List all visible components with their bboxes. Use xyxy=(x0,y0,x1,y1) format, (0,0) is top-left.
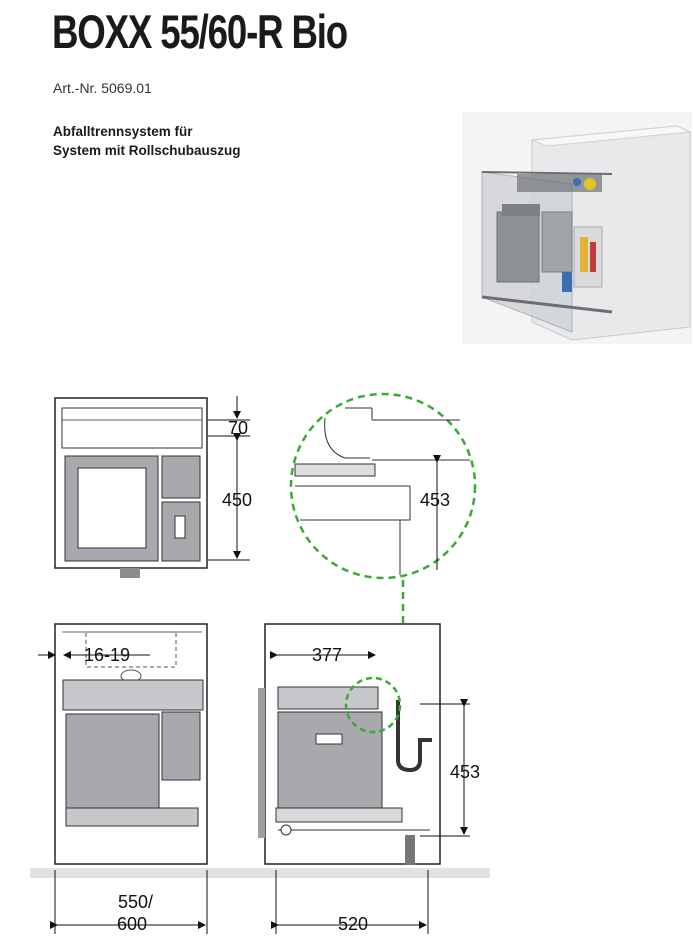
dim-top-offset: 70 xyxy=(228,418,248,438)
dim-top-height: 450 xyxy=(222,490,252,510)
side-view xyxy=(230,623,490,878)
description-line-1: Abfalltrennsystem für xyxy=(53,124,193,139)
product-description: Abfalltrennsystem für System mit Rollsch… xyxy=(53,122,241,160)
dim-width-line2: 600 xyxy=(117,914,147,934)
dim-side-offset: 16-19 xyxy=(84,645,130,665)
top-view xyxy=(54,397,208,578)
article-number: Art.-Nr. 5069.01 xyxy=(53,80,152,96)
dim-detail-height: 453 xyxy=(420,490,450,510)
dim-right-height: 453 xyxy=(450,762,480,782)
product-photo xyxy=(462,112,692,344)
front-view xyxy=(30,623,240,878)
top-view-dimensions xyxy=(208,396,250,561)
dim-depth-offset: 377 xyxy=(312,645,342,665)
side-view-dimensions xyxy=(270,651,470,934)
dim-depth: 520 xyxy=(338,914,368,934)
product-title: BOXX 55/60-R Bio xyxy=(52,5,348,58)
detail-circle xyxy=(289,392,477,580)
front-view-dimensions xyxy=(38,651,208,934)
dim-width-line1: 550/ xyxy=(118,892,153,912)
description-line-2: System mit Rollschubauszug xyxy=(53,143,241,158)
